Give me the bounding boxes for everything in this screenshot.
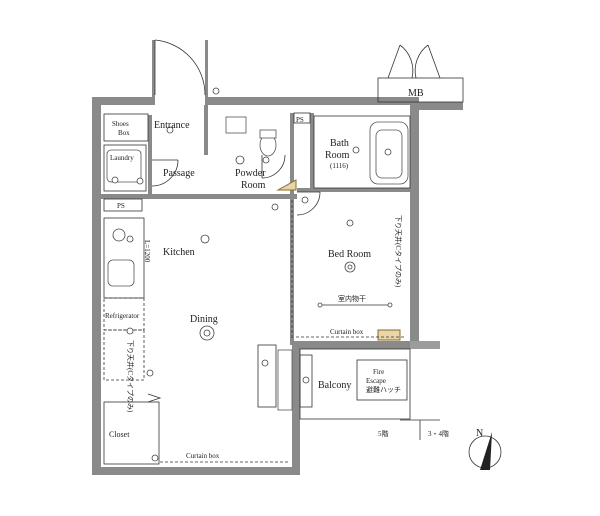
ps-label-left: PS bbox=[117, 202, 125, 210]
lowered-ceiling-dining: 下り天井(Cタイプのみ) bbox=[126, 340, 135, 413]
entrance-label: Entrance bbox=[154, 120, 190, 131]
fire-escape-label-3: 避難ハッチ bbox=[366, 385, 401, 394]
ps-label-top: PS bbox=[296, 116, 304, 124]
kitchen-label: Kitchen bbox=[163, 247, 195, 258]
floor-5-label: 5階 bbox=[378, 429, 389, 438]
dining-label: Dining bbox=[190, 314, 218, 325]
bed-room-label: Bed Room bbox=[328, 249, 371, 260]
closet-label: Closet bbox=[109, 430, 130, 439]
compass: N bbox=[468, 428, 502, 470]
powder-room-label-1: Powder bbox=[235, 168, 266, 179]
bath-room-label-2: Room bbox=[325, 150, 350, 161]
bath-room-label-1: Bath bbox=[330, 138, 349, 149]
room-labels: Entrance Shoes Box Laundry Passage Powde… bbox=[105, 88, 424, 439]
laundry-label: Laundry bbox=[110, 154, 134, 162]
annotations: PS PS Curtain box Curtain box 室内物干 L=120… bbox=[117, 116, 449, 460]
mb-label: MB bbox=[408, 88, 424, 99]
outer-walls bbox=[92, 40, 463, 475]
fire-escape-label-2: Escape bbox=[366, 377, 386, 385]
interior-walls bbox=[101, 77, 464, 465]
curtain-box-bedroom: Curtain box bbox=[330, 328, 364, 336]
passage-label: Passage bbox=[163, 168, 195, 179]
shoes-box-label-2: Box bbox=[118, 129, 130, 137]
powder-room-label-2: Room bbox=[241, 180, 266, 191]
fire-escape-label-1: Fire bbox=[373, 368, 384, 376]
lowered-ceiling-bed: 下り天井(Cタイプのみ) bbox=[394, 215, 403, 288]
bath-room-size: (1116) bbox=[330, 162, 349, 170]
doors bbox=[147, 39, 441, 403]
light-fixtures bbox=[111, 87, 392, 462]
indoor-dryer-label: 室内物干 bbox=[338, 294, 366, 303]
ceiling-height-label: L=1200 bbox=[143, 240, 151, 263]
refrigerator-label: Refrigerator bbox=[105, 312, 140, 320]
north-arrow-icon bbox=[480, 432, 492, 470]
shoes-box-label-1: Shoes bbox=[112, 120, 129, 128]
compass-label: N bbox=[476, 428, 483, 439]
balcony-label: Balcony bbox=[318, 380, 351, 391]
fixtures bbox=[103, 115, 440, 463]
floor-3-4-label: 3・4階 bbox=[428, 429, 449, 438]
curtain-box-dining: Curtain box bbox=[186, 452, 220, 460]
